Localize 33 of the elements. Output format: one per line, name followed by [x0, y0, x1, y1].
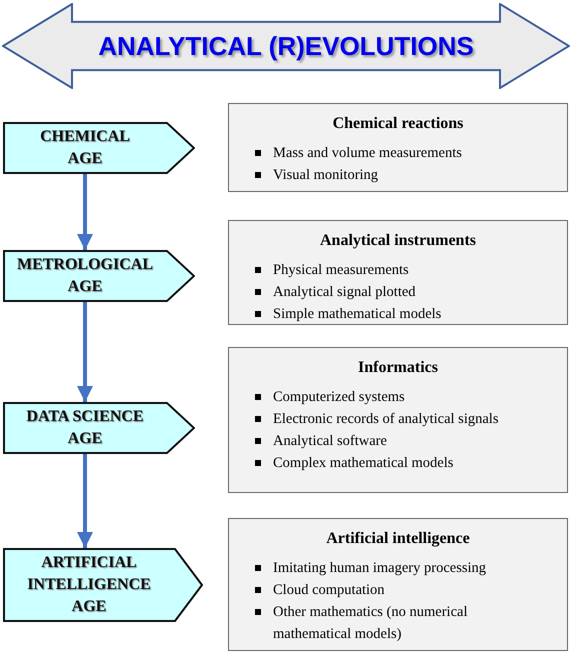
pentagon-label-box	[3, 250, 195, 302]
panel-heading: Artificial intelligence	[325, 529, 471, 549]
age-label: DATA SCIENCE AGE	[25, 407, 145, 449]
arrow	[77, 454, 93, 548]
bullet-text: Visual monitoring	[273, 166, 378, 185]
bullet-text: Physical measurements	[273, 261, 409, 280]
bullet-text: Computerized systems	[273, 388, 405, 407]
banner-title: ANALYTICAL (R)EVOLUTIONS	[98, 30, 474, 62]
bullet-text: Electronic records of analytical signals	[273, 410, 498, 429]
age-label: METROLOGICAL AGE	[16, 255, 154, 297]
info-panel	[228, 220, 568, 325]
arrow	[77, 174, 93, 250]
double-arrow-banner	[2, 3, 570, 89]
bullet-text: Analytical software	[273, 432, 387, 451]
panel-heading: Chemical reactions	[332, 114, 464, 134]
bullet-text: Analytical signal plotted	[273, 283, 416, 302]
bullet-text: Other mathematics (no numerical mathematical models)	[273, 603, 468, 644]
age-label: CHEMICAL AGE	[39, 127, 131, 169]
age-label: ARTIFICIAL INTELLIGENCE AGE	[26, 553, 152, 617]
bullet-text: Simple mathematical models	[273, 305, 442, 324]
bullet-text: Mass and volume measurements	[273, 144, 462, 163]
info-panel	[228, 518, 568, 651]
arrow	[77, 302, 93, 402]
panel-heading: Informatics	[357, 358, 439, 378]
bullet-text: Imitating human imagery processing	[273, 559, 486, 578]
bullet-text: Complex mathematical models	[273, 454, 454, 473]
info-panel	[228, 103, 568, 192]
bullet-text: Cloud computation	[273, 581, 385, 600]
pentagon-label-box	[3, 548, 203, 622]
pentagon-label-box	[3, 402, 195, 454]
info-panel	[228, 347, 568, 493]
panel-heading: Analytical instruments	[319, 231, 477, 251]
pentagon-label-box	[3, 122, 195, 174]
